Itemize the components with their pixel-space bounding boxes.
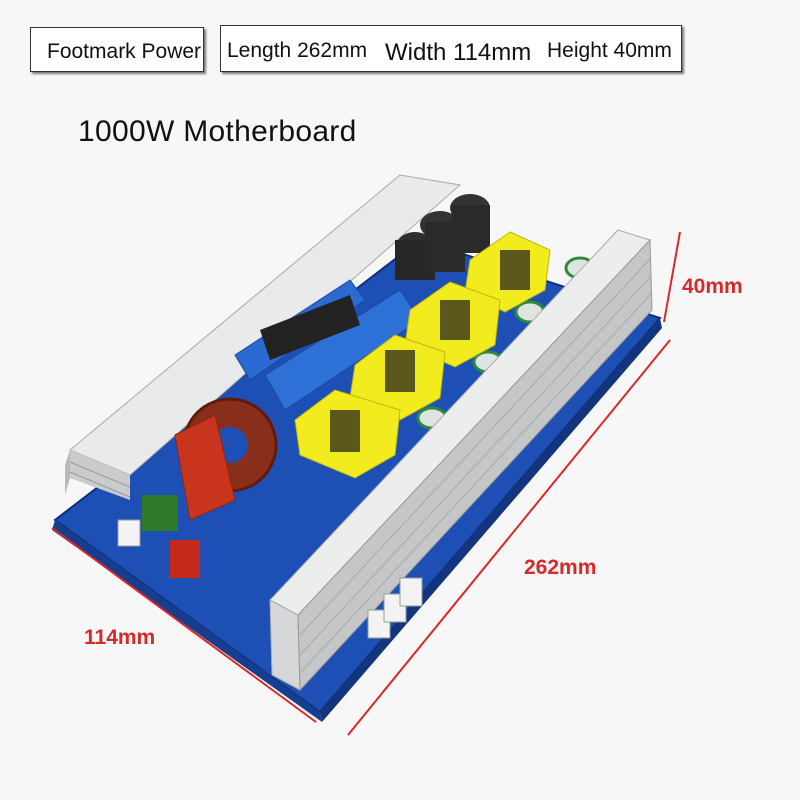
dimension-label-box: Length 262mm Width 114mm Height 40mm: [220, 25, 682, 72]
width-text: Width 114mm: [385, 39, 532, 66]
height-dimension-label: 40mm: [682, 275, 743, 298]
brand-label-box: Footmark Power: [30, 27, 204, 72]
product-title: 1000W Motherboard: [78, 115, 357, 148]
dimension-line-width: [51, 527, 317, 723]
length-dimension-label: 262mm: [524, 556, 597, 579]
width-dimension-label: 114mm: [84, 626, 156, 649]
connectors: [117, 519, 423, 639]
brand-text: Footmark Power: [47, 40, 202, 63]
red-relay: [170, 540, 200, 578]
mosfet-row: [260, 295, 360, 360]
right-heatsink: [269, 229, 653, 692]
transformers: [294, 231, 551, 479]
left-heatsink: [65, 174, 462, 500]
height-text: Height 40mm: [547, 39, 672, 62]
pcb-edge: [52, 520, 322, 722]
dimension-line-height: [663, 231, 681, 323]
common-mode-choke: [142, 495, 178, 531]
x-capacitor: [174, 414, 236, 521]
length-text: Length 262mm: [227, 39, 368, 62]
dimension-line-length: [347, 339, 671, 736]
